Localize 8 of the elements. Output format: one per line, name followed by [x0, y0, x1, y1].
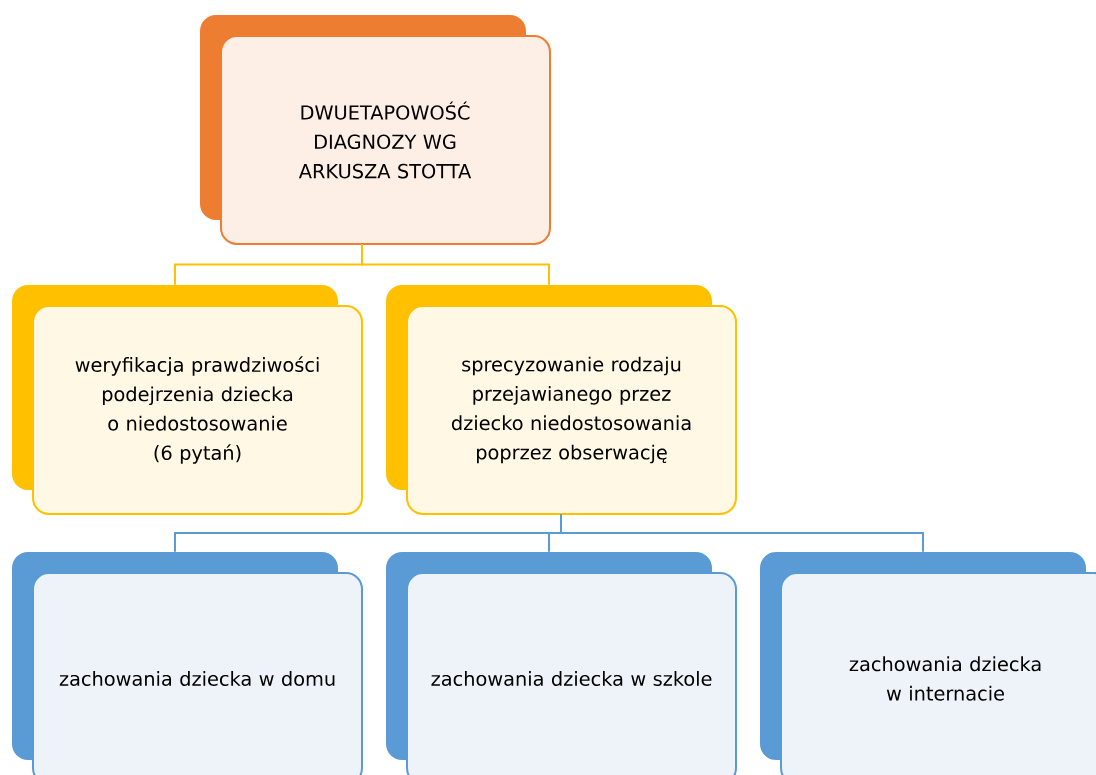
- process-box: zachowania dziecka w domu: [12, 552, 363, 775]
- process-box: zachowania dziecka w internacie: [760, 552, 1096, 775]
- process-box: weryfikacja prawdziwości podejrzenia dziecka o niedostosowanie (6 pytań): [12, 285, 363, 515]
- connector: [560, 513, 924, 553]
- process-box: sprecyzowanie rodzaju przejawianego przez dziecko niedostosowania poprzez obserwację: [386, 285, 737, 515]
- process-box: zachowania dziecka w szkole: [386, 552, 737, 775]
- process-box: DWUETAPOWOŚĆ DIAGNOZY WG ARKUSZA STOTTA: [200, 15, 551, 245]
- connector: [361, 243, 550, 286]
